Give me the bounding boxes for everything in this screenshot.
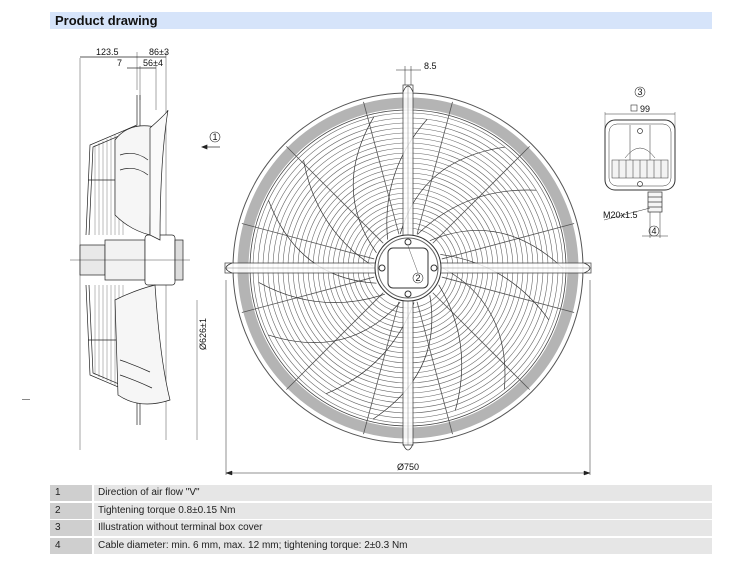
airflow-arrow-icon [201, 144, 208, 150]
fan-blade [326, 295, 433, 420]
terminal-strip [611, 125, 669, 179]
callout-1-label: 1 [213, 132, 218, 142]
callout-2-circle [412, 272, 424, 284]
guard-spoke [286, 292, 384, 390]
dim-guard-offset: 7 [117, 58, 122, 68]
section-header: Product drawing [50, 12, 712, 29]
dim-motor-depth: 86±3 [149, 47, 169, 57]
stray-mark [22, 399, 30, 400]
legend-number: 3 [50, 520, 92, 536]
dim-blade-depth: 56±4 [143, 58, 163, 68]
guard-spoke [363, 101, 400, 235]
callout-4-label: 4 [652, 226, 657, 236]
guard-spoke [432, 292, 530, 390]
legend-text: Tightening torque 0.8±0.15 Nm [94, 502, 712, 519]
guard-spoke [286, 146, 384, 244]
guard-spoke [241, 276, 375, 313]
terminal-box-view: 3 99 M20x1.5 4 [603, 86, 676, 238]
guard-spoke [432, 146, 530, 244]
legend-row: 4 Cable diameter: min. 6 mm, max. 12 mm;… [50, 537, 712, 554]
dim-overall-depth: 123.5 [96, 47, 119, 57]
motor-hub [374, 234, 442, 302]
guard-spoke [441, 276, 575, 313]
product-drawing: 123.5 86±3 7 56±4 Ø626±1 1 [70, 47, 676, 476]
fan-blade [438, 267, 506, 411]
dim-overall-diameter: Ø750 [397, 462, 419, 472]
fan-blade [268, 160, 377, 284]
guard-spoke [416, 101, 453, 235]
callout-3-label: 3 [638, 87, 643, 97]
legend-row: 2 Tightening torque 0.8±0.15 Nm [50, 502, 712, 519]
fan-blade [352, 116, 428, 254]
dim-blade-diameter: Ø626±1 [198, 318, 208, 350]
guard-spoke [363, 301, 400, 435]
legend-text: Cable diameter: min. 6 mm, max. 12 mm; t… [94, 537, 712, 554]
front-dimension-lines [225, 66, 591, 476]
guard-spokes [241, 101, 575, 435]
guard-spoke [441, 223, 575, 260]
callout-2-label: 2 [416, 273, 421, 283]
airflow-callout: 1 [201, 131, 221, 150]
cable-gland [647, 191, 663, 238]
guard-spoke [416, 301, 453, 435]
terminal-box-outline [604, 119, 676, 191]
dim-box-size: 99 [640, 104, 650, 114]
section-title: Product drawing [55, 13, 158, 28]
guard-spoke [241, 223, 375, 260]
legend-number: 1 [50, 485, 92, 501]
square-symbol-icon [630, 104, 638, 112]
legend-row: 1 Direction of air flow "V" [50, 485, 712, 501]
legend-row: 3 Illustration without terminal box cove… [50, 520, 712, 536]
callout-4-circle [648, 225, 660, 237]
fan-blades [258, 116, 564, 420]
side-blades [114, 109, 171, 405]
screw-bottom [404, 290, 412, 298]
legend-number: 4 [50, 537, 92, 554]
dim-bracket-width: 8.5 [424, 61, 437, 71]
fan-blade [429, 230, 564, 320]
side-view: 123.5 86±3 7 56±4 Ø626±1 1 [70, 47, 221, 450]
front-view: 2 8.5 Ø750 [224, 61, 592, 476]
callout-3-circle [634, 86, 646, 98]
legend-text: Direction of air flow "V" [94, 485, 712, 501]
legend-text: Illustration without terminal box cover [94, 520, 712, 536]
legend-number: 2 [50, 502, 92, 519]
screw-top [404, 238, 412, 246]
legend-table: 1 Direction of air flow "V" 2 Tightening… [50, 485, 712, 555]
fan-blade [258, 282, 401, 343]
side-motor [70, 234, 190, 286]
gland-thread: M20x1.5 [603, 210, 638, 220]
